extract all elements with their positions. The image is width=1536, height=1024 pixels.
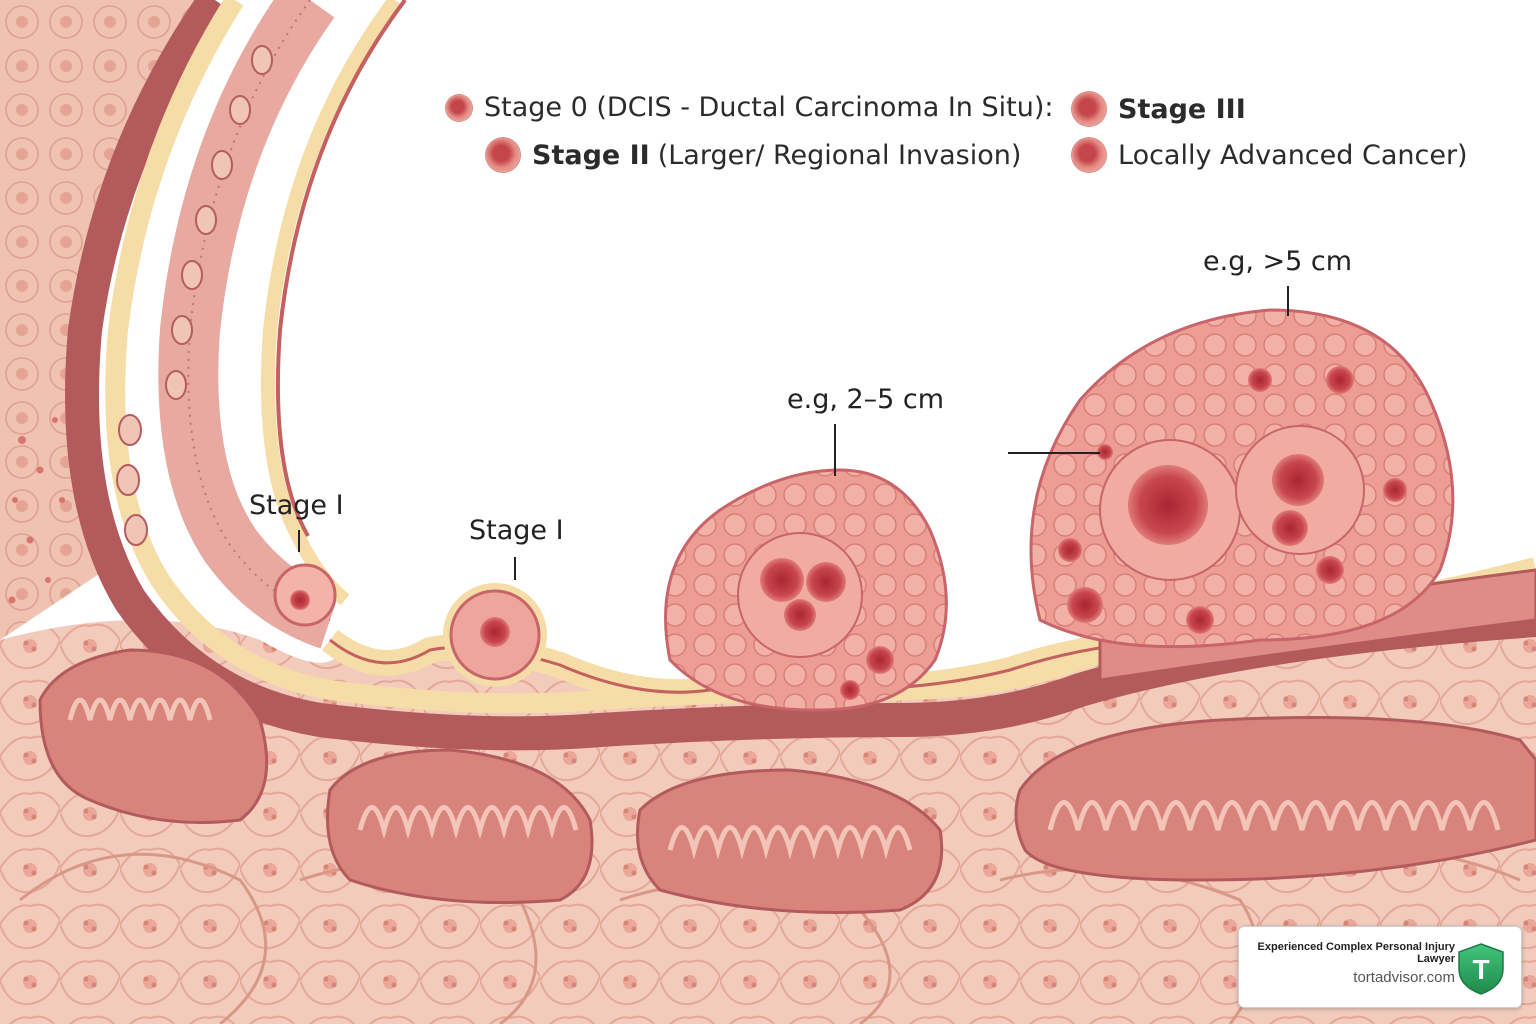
- legend-stage-ii: Stage II (Larger/ Regional Invasion): [486, 138, 1021, 172]
- tumor-stage-ii: [664, 468, 948, 712]
- callout-stage-i-small: Stage I: [249, 490, 344, 521]
- upper-tissue: [0, 0, 215, 640]
- tortadvisor-badge[interactable]: Experienced Complex Personal Injury Lawy…: [1238, 926, 1522, 1008]
- badge-url[interactable]: tortadvisor.com: [1353, 969, 1455, 986]
- tumor-stage-i-small: [273, 563, 337, 627]
- legend-stage-0: Stage 0 (DCIS - Ductal Carcinoma In Situ…: [446, 92, 1053, 123]
- villi-bands: [38, 648, 1536, 914]
- shield-logo-icon: T: [1458, 943, 1504, 995]
- stage-ii-marker: [486, 138, 520, 172]
- legend-stage-ii-label: (Larger/ Regional Invasion): [657, 139, 1022, 171]
- tumor-stage-i: [443, 583, 547, 687]
- duct-inner-edge: [261, 0, 401, 606]
- stage-iii-marker: [1072, 92, 1106, 126]
- shield-letter: T: [1472, 954, 1489, 985]
- duct-wall-outer: [65, 0, 1536, 751]
- duct-lumen: [158, 0, 341, 649]
- callout-size-2-5cm: e.g, 2–5 cm: [787, 384, 945, 415]
- badge-title: Experienced Complex Personal Injury Lawy…: [1257, 941, 1455, 965]
- tumor-stage-iii: [1029, 308, 1455, 649]
- legend-stage-iii-label: Stage III: [1118, 93, 1246, 125]
- legend-stage-ii-bold: Stage II: [532, 139, 650, 171]
- duct-cells: [116, 45, 273, 546]
- legend-locally-advanced: Locally Advanced Cancer): [1072, 138, 1468, 172]
- callout-size-over-5cm: e.g, >5 cm: [1203, 246, 1353, 277]
- legend-locally-advanced-label: Locally Advanced Cancer): [1118, 139, 1468, 171]
- scattered-cells: [8, 417, 65, 604]
- locally-advanced-marker: [1072, 138, 1106, 172]
- callout-lines: [298, 286, 1289, 580]
- legend-stage-iii: Stage III: [1072, 92, 1246, 126]
- callout-stage-i: Stage I: [469, 515, 564, 546]
- legend-stage-0-label: Stage 0 (DCIS - Ductal Carcinoma In Situ…: [484, 92, 1054, 123]
- stage-0-marker: [446, 94, 472, 121]
